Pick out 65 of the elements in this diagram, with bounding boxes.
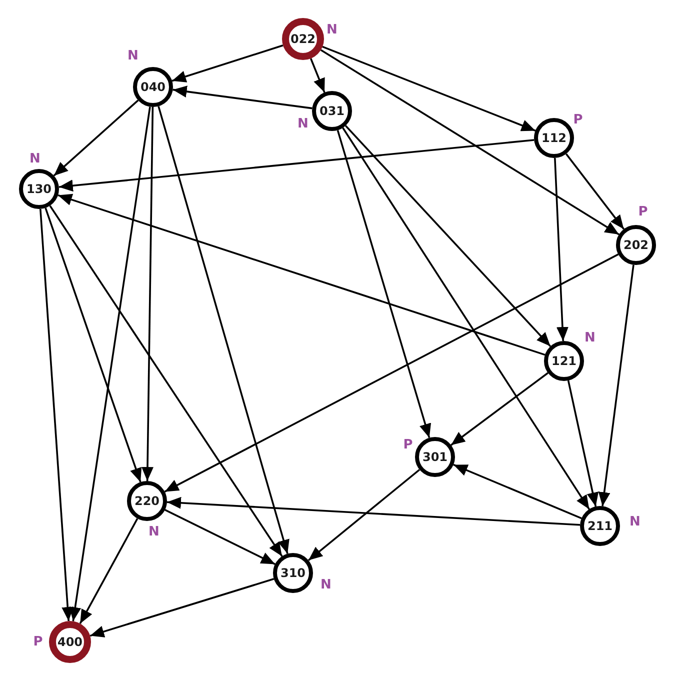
state-tag: P [638,206,648,218]
arrow [79,518,138,624]
state-tag: N [320,578,332,592]
arrow [554,158,568,342]
state-tag: N [148,526,160,538]
state-tag: P [33,636,43,648]
arrow [90,578,274,638]
arrow [44,208,142,482]
arrow [567,380,599,507]
arrow [336,130,432,438]
arrow [164,509,276,565]
arrow [166,496,580,526]
state-circle [19,169,59,209]
state-code: 121 [551,355,577,367]
state-code: 022 [290,33,316,45]
arrow [310,58,326,93]
arrow [53,100,139,176]
state-tag: N [128,50,138,62]
arrow [58,194,546,356]
arrow [308,469,420,561]
state-tag: P [573,114,583,126]
state-circle [415,437,455,477]
arrow [49,205,283,557]
arrow [322,46,536,132]
state-code: 130 [26,183,52,195]
state-circle [49,621,91,663]
state-code: 211 [587,520,613,532]
state-circle [273,553,313,593]
state-tag: N [326,24,338,36]
state-circle [312,91,352,131]
state-tag: N [298,118,308,130]
state-code: 202 [623,239,649,251]
state-code: 220 [134,495,160,507]
arrow [342,127,590,510]
state-circle [282,18,324,60]
arrow [142,106,154,482]
arrow [158,106,290,554]
arrow [164,254,619,492]
arrow [453,464,582,520]
arrow [344,125,552,347]
state-tag: N [584,332,596,344]
state-code: 112 [541,132,567,144]
state-code: 031 [319,105,345,117]
state-circle [580,506,620,546]
arrow [450,372,549,446]
state-circle [127,481,167,521]
arrow [172,86,312,110]
state-code: 310 [280,567,306,579]
state-code: 040 [140,81,166,93]
arrow [598,264,634,506]
arrow [565,153,625,230]
arrow [172,44,284,82]
arrow [40,208,74,622]
state-code: 400 [57,636,83,648]
state-circle [544,341,584,381]
state-tag: N [30,152,40,166]
arrow [58,139,534,192]
state-circle [133,67,173,107]
state-tag: N [630,516,640,528]
state-circle [616,225,656,265]
arrow [320,49,620,236]
state-code: 301 [422,451,448,463]
state-tag: P [403,438,413,452]
state-circle [534,118,574,158]
arrow [69,106,151,622]
